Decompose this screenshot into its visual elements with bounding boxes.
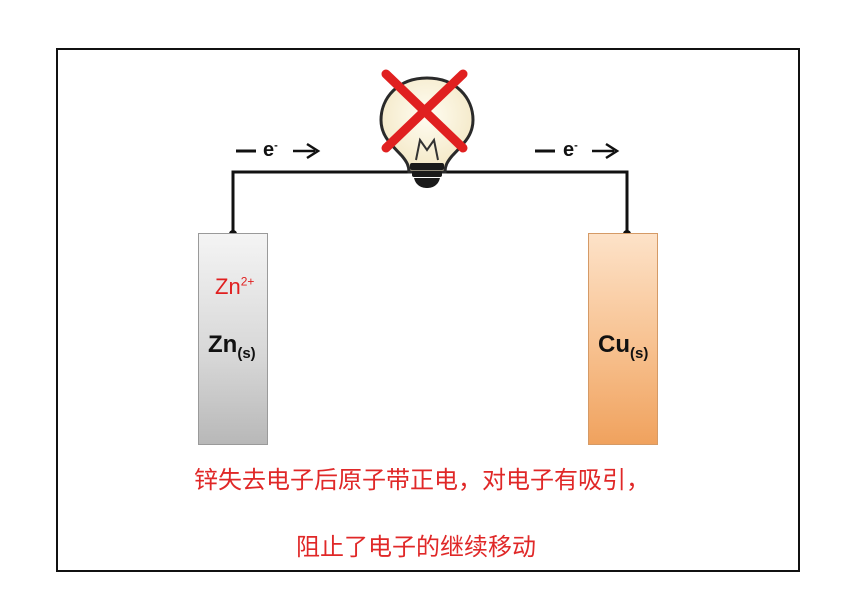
electron-charge-right: - [574,139,578,152]
zn-electrode-label: Zn(s) [208,331,256,361]
bulb-base-top [410,163,444,170]
diagram-frame [56,48,800,572]
electron-symbol-right: e [563,139,575,161]
electron-label-left: e- [263,140,278,160]
arrow-head-right [605,142,620,160]
bulb-base-cap [414,178,440,188]
zinc-electrode [198,233,268,445]
zn-ion-charge: 2+ [240,274,255,289]
cu-electrode-label: Cu(s) [598,331,648,361]
bulb-base-mid [412,171,442,177]
cross-icon [381,69,468,153]
zn-ion-label: Zn2+ [215,275,254,299]
bulb-glass [379,76,475,174]
copper-electrode [588,233,658,445]
cu-phase: (s) [630,344,649,362]
cu-symbol: Cu [598,331,630,358]
zn-symbol: Zn [208,331,238,358]
zn-phase: (s) [237,344,256,362]
zn-ion-symbol: Zn [215,274,241,299]
caption-line-2: 阻止了电子的继续移动 [296,533,536,561]
bulb-filament [415,137,439,161]
electron-flow-right [535,142,620,160]
arrow-head-left [306,142,321,160]
electron-charge-left: - [274,139,278,152]
electron-symbol-left: e [263,139,275,161]
electron-flow-left [236,142,321,160]
caption-line-1: 锌失去电子后原子带正电，对电子有吸引， [194,466,650,494]
electron-label-right: e- [563,140,578,160]
light-bulb-icon [379,76,475,188]
cross-stroke-2 [381,69,468,153]
